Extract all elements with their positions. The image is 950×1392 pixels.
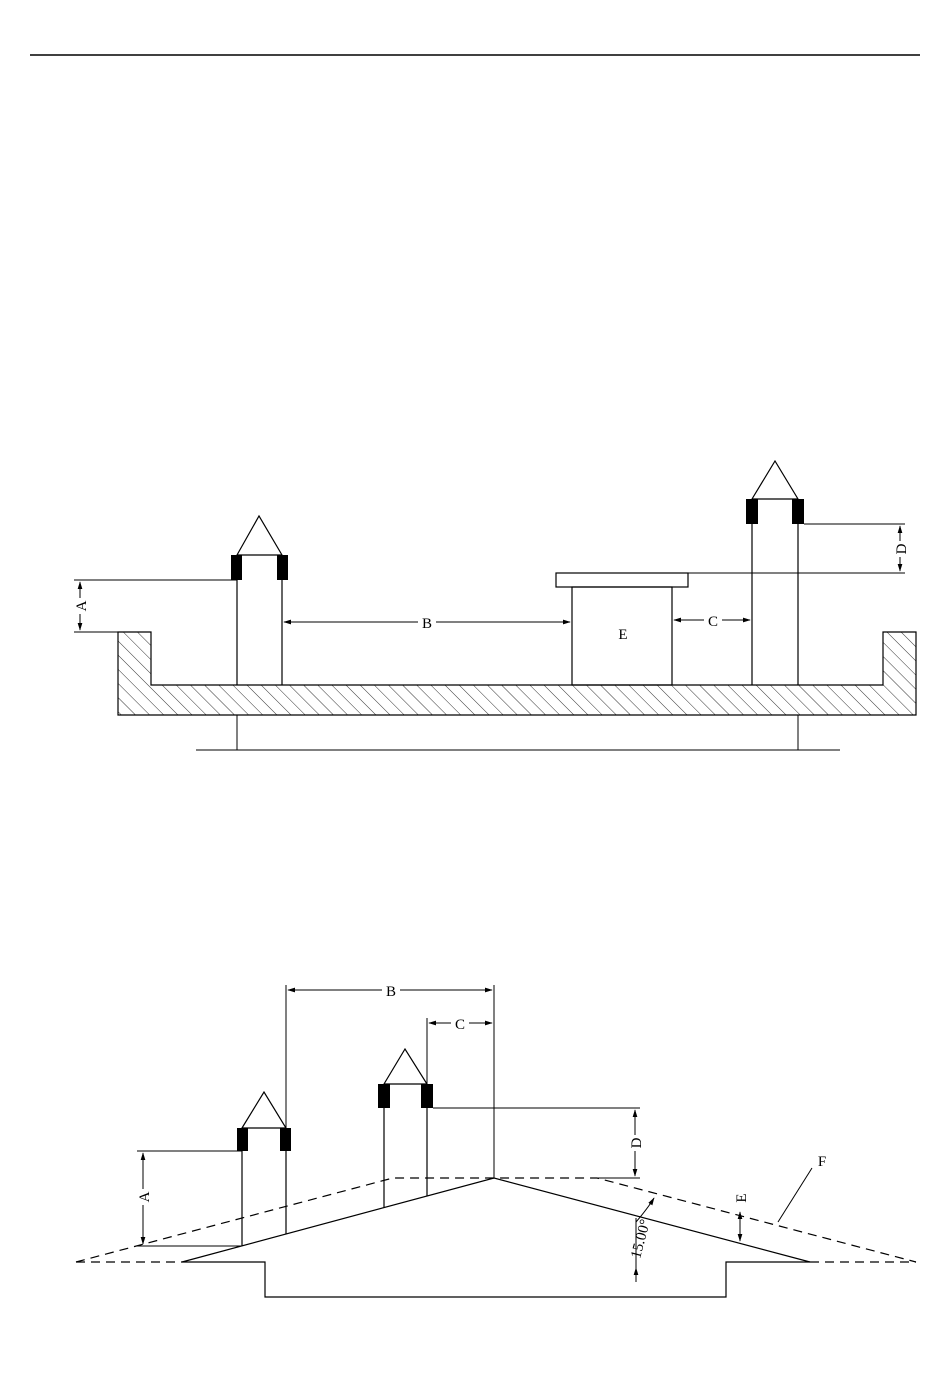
- bottom-right-post-cone: [384, 1049, 427, 1084]
- top-figure: E A B C D: [72, 461, 916, 750]
- label-e: E: [618, 627, 627, 643]
- roof-dashed-outline: [76, 1178, 916, 1262]
- bottom-dim-a: A: [135, 1151, 242, 1246]
- bottom-label-d: D: [629, 1137, 645, 1148]
- box-e: E: [556, 573, 688, 685]
- base-platform: [182, 1262, 810, 1297]
- right-post-right-block: [792, 499, 804, 524]
- angle-annotation: 15.00°: [628, 1198, 654, 1282]
- right-post-cone: [752, 461, 798, 499]
- left-post-right-block: [277, 555, 288, 580]
- left-post-cone: [237, 516, 282, 555]
- left-post: [231, 516, 288, 685]
- bottom-dim-c: C: [427, 1015, 492, 1084]
- dim-d: D: [688, 524, 910, 573]
- bottom-left-post: [237, 1092, 291, 1246]
- label-a: A: [74, 600, 90, 611]
- label-d: D: [894, 543, 910, 554]
- bottom-figure: A B C D E: [76, 982, 916, 1297]
- right-post-left-block: [746, 499, 758, 524]
- roof-solid: [182, 1178, 810, 1262]
- bottom-label-f: F: [818, 1154, 826, 1170]
- bottom-label-a: A: [137, 1191, 153, 1202]
- bottom-dim-d: D: [433, 1108, 645, 1178]
- bottom-label-e: E: [734, 1193, 750, 1202]
- bottom-right-post: [378, 1049, 433, 1208]
- angle-label: 15.00°: [628, 1218, 654, 1261]
- dim-c: C: [674, 612, 750, 630]
- bottom-left-post-right-block: [280, 1128, 291, 1151]
- bottom-right-post-left-block: [378, 1084, 390, 1108]
- bottom-label-c: C: [455, 1017, 465, 1033]
- bottom-right-post-right-block: [421, 1084, 433, 1108]
- hatched-base: [118, 632, 916, 715]
- label-c: C: [708, 614, 718, 630]
- left-post-left-block: [231, 555, 242, 580]
- bottom-label-b: B: [386, 984, 396, 1000]
- leader-f: F: [778, 1154, 826, 1222]
- dim-a: A: [72, 580, 237, 632]
- label-b: B: [422, 616, 432, 632]
- dim-b: B: [284, 614, 570, 632]
- bottom-left-post-cone: [242, 1092, 286, 1128]
- bottom-dim-b: B: [286, 982, 494, 1178]
- bottom-left-post-left-block: [237, 1128, 248, 1151]
